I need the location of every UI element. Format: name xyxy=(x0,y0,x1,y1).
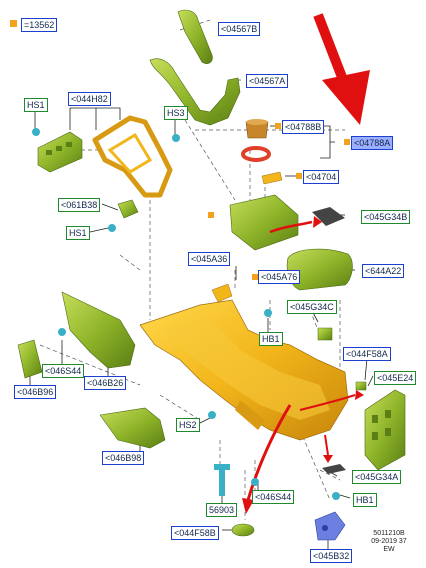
label-045G34A[interactable]: <045G34A xyxy=(352,470,402,484)
label-045G34B[interactable]: <045G34B xyxy=(361,210,411,224)
label-046S44-bottom[interactable]: <046S44 xyxy=(252,490,295,504)
big-red-arrow-icon xyxy=(313,13,370,125)
part-04567B xyxy=(177,9,213,64)
label-045G34C[interactable]: <045G34C xyxy=(287,300,337,314)
orange-square-icon xyxy=(10,20,350,280)
label-061B38[interactable]: <061B38 xyxy=(58,198,101,212)
label-644A22[interactable]: <644A22 xyxy=(362,264,405,278)
label-04567A[interactable]: <04567A xyxy=(246,74,289,88)
part-046B98 xyxy=(99,407,166,449)
label-hb1-top[interactable]: HB1 xyxy=(259,332,283,346)
label-04788B[interactable]: <04788B xyxy=(282,120,325,134)
part-045G34B xyxy=(312,207,345,226)
legend-13562: =13562 xyxy=(21,18,58,32)
part-045B32 xyxy=(314,511,346,541)
footer-line3: EW xyxy=(383,546,395,553)
label-044F58A[interactable]: <044F58A xyxy=(343,347,391,361)
clip-hs3 xyxy=(172,134,180,142)
label-hs1-top[interactable]: HS1 xyxy=(24,98,48,112)
label-046B96[interactable]: <046B96 xyxy=(14,385,57,399)
label-hs3[interactable]: HS3 xyxy=(164,106,188,120)
label-046B26[interactable]: <046B26 xyxy=(84,376,127,390)
label-046B98[interactable]: <046B98 xyxy=(102,451,145,465)
footer-line2: 09-2019 37 xyxy=(371,538,407,545)
footer-code: 5011210B 09-2019 37 EW xyxy=(360,530,418,554)
label-045A36[interactable]: <045A36 xyxy=(188,252,231,266)
part-bracket xyxy=(92,115,173,198)
label-hb1-bottom[interactable]: HB1 xyxy=(353,493,377,507)
part-061B38 xyxy=(117,199,139,219)
footer-line1: 5011210B xyxy=(373,530,405,537)
label-04567B[interactable]: <04567B xyxy=(218,22,261,36)
part-044F58B xyxy=(231,523,255,537)
part-046B96 xyxy=(17,339,43,379)
part-04788A xyxy=(241,146,271,162)
label-04704[interactable]: <04704 xyxy=(303,170,340,184)
clip-hs1-bottom xyxy=(108,224,116,232)
part-04567A xyxy=(149,58,241,126)
label-04788A[interactable]: <04788A xyxy=(351,136,394,150)
label-046S44-top[interactable]: <046S44 xyxy=(42,364,85,378)
clip-hs1-top xyxy=(32,128,40,136)
label-hs1-bottom[interactable]: HS1 xyxy=(66,226,90,240)
label-hs2[interactable]: HS2 xyxy=(176,418,200,432)
part-tray xyxy=(229,194,299,251)
label-044F58B[interactable]: <044F58B xyxy=(171,526,219,540)
red-curved-arrow-icon xyxy=(269,220,313,234)
part-044H82 xyxy=(37,131,83,173)
label-045E24[interactable]: <045E24 xyxy=(374,371,417,385)
part-046B26 xyxy=(61,291,136,369)
label-045A76[interactable]: <045A76 xyxy=(258,270,301,284)
label-044H82[interactable]: <044H82 xyxy=(68,92,111,106)
label-56903[interactable]: 56903 xyxy=(206,503,238,517)
label-045B32[interactable]: <045B32 xyxy=(310,549,353,563)
